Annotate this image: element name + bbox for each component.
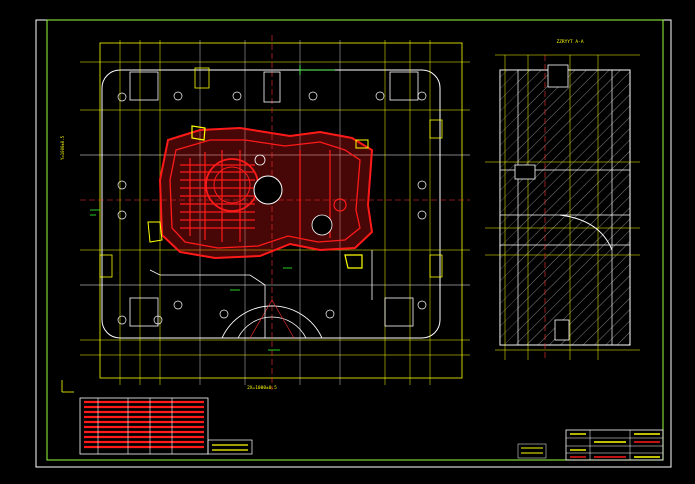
bottom-dimension-label: 2X=1000±0.5 <box>247 385 277 391</box>
section-label: ZZRYYT A-A <box>556 39 583 45</box>
coordinate-axis-icon <box>61 380 74 393</box>
part-geometry <box>147 125 374 269</box>
parts-list-table <box>79 397 253 455</box>
title-block <box>517 429 664 461</box>
left-dimension-label: Y=1000±0.5 <box>60 135 65 160</box>
inner-border <box>46 19 664 461</box>
section-view <box>485 54 640 360</box>
plan-view <box>80 35 470 390</box>
